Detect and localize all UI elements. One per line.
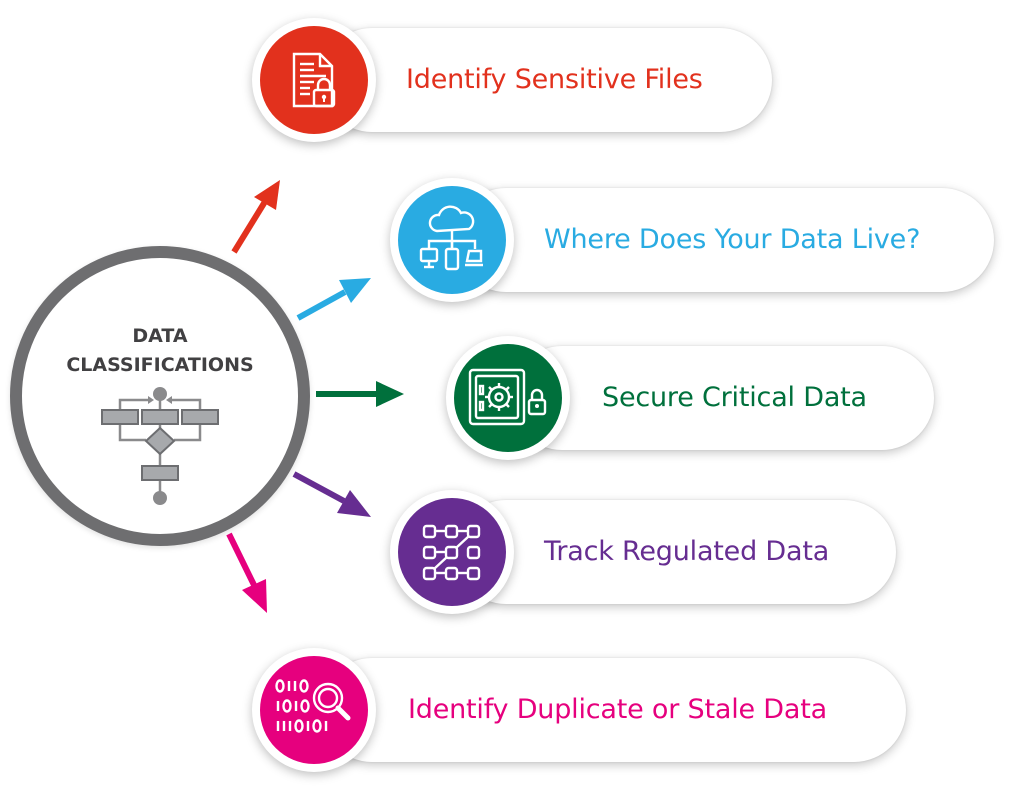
item-3-badge <box>446 336 570 460</box>
item-identify-duplicate-or-stale-data: Identify Duplicate or Stale Data <box>320 658 906 762</box>
item-2-badge <box>390 178 514 302</box>
arrow-to-item-1 <box>231 180 280 254</box>
arrow-to-item-4 <box>292 471 371 517</box>
item-label: Where Does Your Data Live? <box>544 224 921 255</box>
hub-circle: DATA CLASSIFICATIONS <box>10 246 310 546</box>
item-1-badge <box>252 18 376 142</box>
item-track-regulated-data: Track Regulated Data <box>454 500 896 604</box>
binary-search-icon <box>275 679 351 733</box>
item-label: Identify Sensitive Files <box>406 64 703 95</box>
hub-title: DATA CLASSIFICATIONS <box>22 322 298 380</box>
hub-title-line2: CLASSIFICATIONS <box>66 354 254 376</box>
item-secure-critical-data: Secure Critical Data <box>510 346 934 450</box>
cloud-network-icon <box>419 205 483 271</box>
flowchart-icon <box>101 387 219 505</box>
item-4-badge <box>390 490 514 614</box>
item-5-badge <box>252 648 376 772</box>
node-path-icon <box>422 524 481 581</box>
item-label: Track Regulated Data <box>544 536 830 567</box>
arrow-to-item-3 <box>316 381 404 407</box>
item-label: Identify Duplicate or Stale Data <box>408 694 827 725</box>
hub-title-line1: DATA <box>132 325 188 347</box>
locked-document-icon <box>292 52 336 108</box>
item-label: Secure Critical Data <box>602 382 867 413</box>
item-where-does-your-data-live: Where Does Your Data Live? <box>454 188 994 292</box>
item-identify-sensitive-files: Identify Sensitive Files <box>320 28 772 132</box>
vault-safe-icon <box>468 368 547 426</box>
arrow-to-item-2 <box>296 278 371 321</box>
arrow-to-item-5 <box>226 532 267 613</box>
